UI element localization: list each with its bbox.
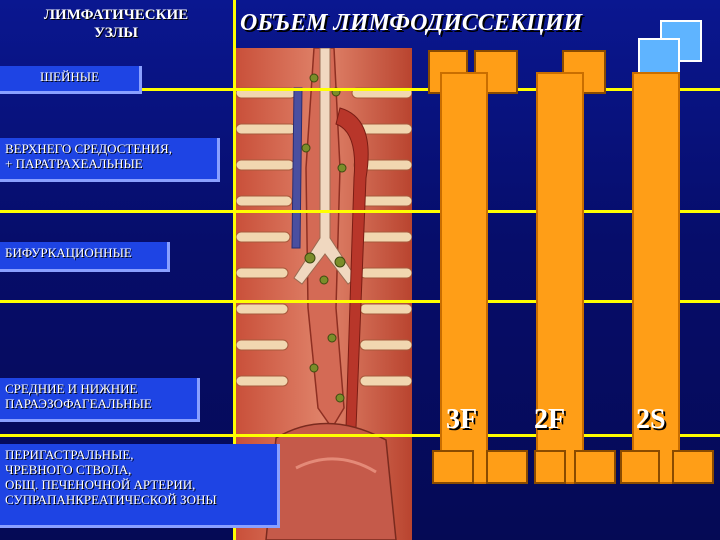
lymph-nodes-heading-line1: ЛИМФАТИЧЕСКИЕ — [43, 7, 189, 23]
label-cervical-nodes-text: ШЕЙНЫЕ — [39, 69, 100, 84]
label-perigastric-line4: СУПРАПАНКРЕАТИЧЕСКОЙ ЗОНЫ — [5, 492, 217, 507]
column-3f-foot-left — [432, 450, 474, 484]
column-3f-bar — [440, 72, 488, 484]
column-2s-tag: 2S — [636, 404, 666, 435]
label-paraesophageal-line1: СРЕДНИЕ И НИЖНИЕ — [5, 381, 138, 396]
label-perigastric-line1: ПЕРИГАСТРАЛЬНЫЕ, — [5, 447, 134, 462]
label-paraesophageal-line2: ПАРАЭЗОФАГЕАЛЬНЫЕ — [5, 396, 152, 411]
label-cervical-nodes: ШЕЙНЫЕ — [0, 66, 142, 94]
label-bifurcation-nodes: БИФУРКАЦИОННЫЕ — [0, 242, 170, 272]
column-2s-foot-left — [620, 450, 660, 484]
column-3f-tag: 3F — [446, 404, 478, 435]
lymph-nodes-heading: ЛИМФАТИЧЕСКИЕ УЗЛЫ — [0, 0, 232, 60]
vertical-divider — [233, 0, 236, 540]
column-2f-foot-right — [574, 450, 616, 484]
divider-after-upper-mediastinal — [0, 210, 720, 213]
label-bifurcation-text: БИФУРКАЦИОННЫЕ — [5, 245, 132, 260]
slide-title: ОБЪЕМ ЛИМФОДИССЕКЦИИ — [240, 10, 583, 36]
lymph-nodes-heading-line2: УЗЛЫ — [94, 25, 138, 41]
label-perigastric-nodes: ПЕРИГАСТРАЛЬНЫЕ, ЧРЕВНОГО СТВОЛА, ОБЩ. П… — [0, 444, 280, 528]
column-2f-tag: 2F — [534, 404, 566, 435]
divider-after-paraesophageal — [0, 434, 720, 437]
divider-after-cervical — [0, 88, 720, 91]
column-2s-bar — [632, 72, 680, 484]
label-perigastric-line3: ОБЩ. ПЕЧЕНОЧНОЙ АРТЕРИИ, — [5, 477, 196, 492]
label-paraesophageal-nodes: СРЕДНИЕ И НИЖНИЕ ПАРАЭЗОФАГЕАЛЬНЫЕ — [0, 378, 200, 422]
label-upper-mediastinal-nodes: ВЕРХНЕГО СРЕДОСТЕНИЯ, + ПАРАТРАХЕАЛЬНЫЕ — [0, 138, 220, 182]
column-2f-foot-left — [534, 450, 566, 484]
column-3f-foot-right — [486, 450, 528, 484]
label-perigastric-line2: ЧРЕВНОГО СТВОЛА, — [5, 462, 132, 477]
label-upper-mediastinal-line1: ВЕРХНЕГО СРЕДОСТЕНИЯ, — [5, 141, 172, 156]
column-2s-foot-right — [672, 450, 714, 484]
divider-after-bifurcation — [0, 300, 720, 303]
label-upper-mediastinal-line2: + ПАРАТРАХЕАЛЬНЫЕ — [5, 156, 143, 171]
